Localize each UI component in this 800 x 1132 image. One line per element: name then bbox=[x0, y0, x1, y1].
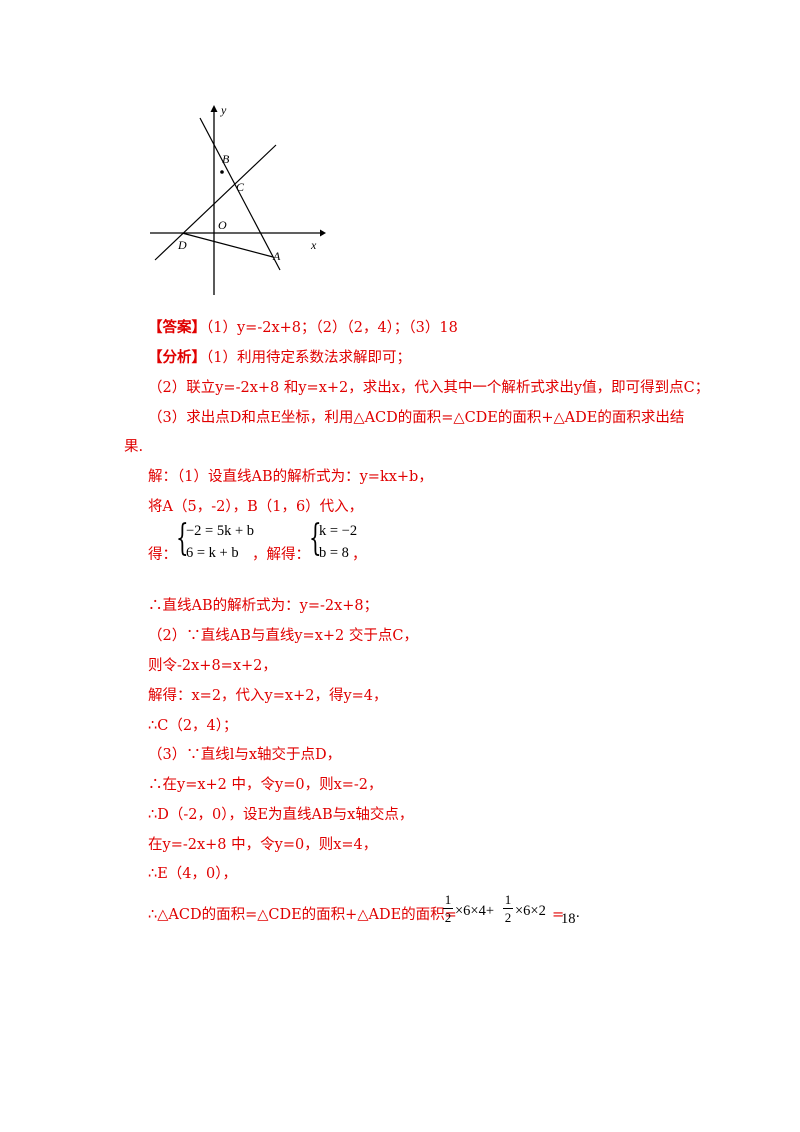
line-ab bbox=[199, 117, 281, 271]
system-1-eq-1: −2 = 5k + b bbox=[186, 523, 255, 539]
fraction-1-bar bbox=[443, 908, 453, 909]
fraction-2-rest: ×6×2 bbox=[515, 903, 546, 919]
solution-line-3-label: 得： bbox=[148, 547, 177, 563]
fraction-1-rest: ×6×4+ bbox=[455, 903, 495, 919]
system-1-brace: { bbox=[176, 518, 189, 559]
coordinate-graph: y x B C O D A bbox=[150, 103, 326, 295]
solution-line-10: ∴在y=x+2 中，令y=0，则x=-2， bbox=[148, 777, 383, 793]
solution-line-14: ∴△ACD的面积=△CDE的面积+△ADE的面积= bbox=[148, 907, 457, 923]
analysis-line-1: 【分析】（1）利用待定系数法求解即可； bbox=[148, 348, 411, 368]
answer-tag: 【答案】 bbox=[148, 319, 206, 336]
solution-line-12: 在y=-2x+8 中，令y=0，则x=4， bbox=[148, 837, 378, 853]
fraction-2-bar bbox=[503, 908, 513, 909]
equals-sign: = bbox=[552, 907, 565, 923]
fraction-2-numerator: 1 bbox=[504, 892, 512, 907]
solution-line-6: 则令-2x+8=x+2， bbox=[148, 658, 277, 674]
system-2-brace: { bbox=[309, 518, 322, 559]
system-2-eq-2: b = 8 bbox=[319, 545, 349, 561]
solution-line-9: （3）∵直线l与x轴交于点D， bbox=[148, 747, 342, 763]
label-a: A bbox=[272, 249, 281, 263]
solution-line-4: ∴直线AB的解析式为：y=-2x+8； bbox=[148, 598, 379, 614]
analysis-line-4: 果. bbox=[124, 439, 144, 455]
fraction-1-numerator: 1 bbox=[444, 892, 452, 907]
label-o: O bbox=[218, 218, 227, 232]
x-axis-arrow bbox=[320, 229, 326, 237]
solution-line-13: ∴E（4，0）， bbox=[148, 866, 238, 882]
y-axis-arrow bbox=[210, 105, 218, 112]
solution-line-2: 将A（5，-2），B（1，6）代入， bbox=[148, 499, 364, 515]
fraction-1-denominator: 2 bbox=[444, 910, 452, 925]
area-result: 18 bbox=[561, 911, 576, 927]
label-x: x bbox=[310, 238, 317, 252]
label-c: C bbox=[236, 180, 245, 194]
solution-line-3-end: ， bbox=[352, 547, 367, 563]
analysis-text-1: （1）利用待定系数法求解即可； bbox=[206, 350, 411, 366]
label-d: D bbox=[177, 238, 187, 252]
system-2-eq-1: k = −2 bbox=[319, 523, 358, 539]
line-dc bbox=[154, 144, 277, 261]
fraction-2-denominator: 2 bbox=[504, 910, 512, 925]
solution-line-5: （2）∵直线AB与直线y=x+2 交于点C， bbox=[148, 628, 418, 644]
analysis-line-3: （3）求出点D和点E坐标，利用△ACD的面积=△CDE的面积+△ADE的面积求出… bbox=[148, 410, 685, 426]
solution-line-8: ∴C（2，4）； bbox=[148, 718, 238, 734]
solution-line-1: 解：（1）设直线AB的解析式为：y=kx+b， bbox=[148, 469, 433, 485]
answer-line: 【答案】（1）y=-2x+8；（2）（2，4）；（3）18 bbox=[148, 318, 458, 338]
segment-da bbox=[181, 232, 274, 258]
solution-line-7: 解得：x=2，代入y=x+2，得y=4， bbox=[148, 688, 388, 704]
system-1-eq-2: 6 = k + b bbox=[186, 545, 239, 561]
final-period: . bbox=[576, 905, 580, 921]
solution-line-11: ∴D（-2，0），设E为直线AB与x轴交点， bbox=[148, 807, 414, 823]
analysis-tag: 【分析】 bbox=[148, 349, 206, 366]
analysis-line-2: （2）联立y=-2x+8 和y=x+2，求出x，代入其中一个解析式求出y值，即可… bbox=[148, 380, 710, 396]
point-b bbox=[220, 170, 224, 174]
answer-text: （1）y=-2x+8；（2）（2，4）；（3）18 bbox=[206, 320, 458, 336]
label-y: y bbox=[220, 103, 227, 117]
solution-line-3-mid: ，解得： bbox=[252, 547, 310, 563]
label-b: B bbox=[222, 152, 230, 166]
